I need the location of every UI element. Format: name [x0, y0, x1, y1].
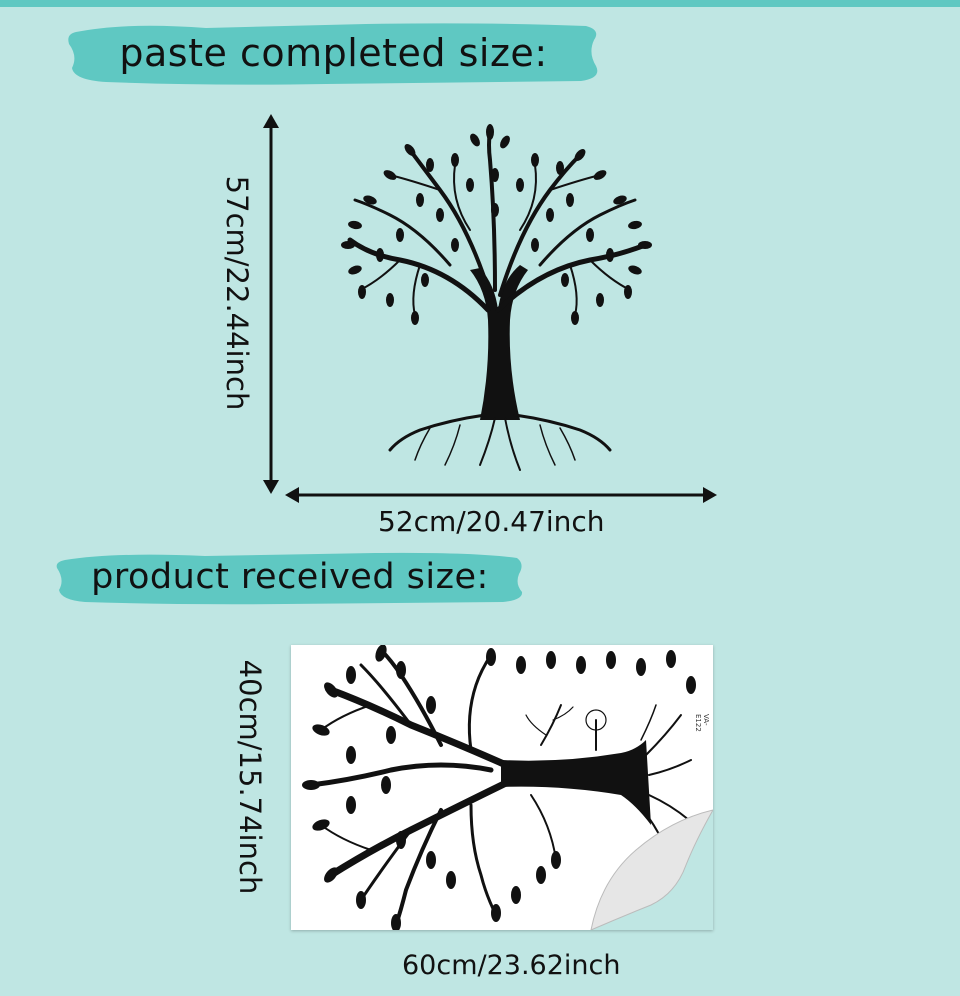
- height-arrow-completed: [263, 114, 279, 494]
- completed-height-label: 57cm/22.44inch: [220, 175, 254, 411]
- completed-size-title: paste completed size:: [119, 31, 548, 75]
- received-size-title: product received size:: [91, 557, 489, 597]
- completed-width-label: 52cm/20.47inch: [378, 505, 605, 538]
- received-width-label: 60cm/23.62inch: [402, 950, 621, 981]
- completed-size-banner: paste completed size:: [66, 18, 601, 88]
- sheet-code: VA-E122: [694, 714, 710, 732]
- peel-corner: [590, 809, 713, 930]
- received-size-banner: product received size:: [55, 548, 525, 606]
- received-height-label: 40cm/15.74inch: [233, 659, 267, 895]
- tree-illustration: [341, 124, 652, 471]
- decal-sheet: VA-E122: [291, 645, 713, 930]
- width-arrow-completed: [285, 487, 717, 503]
- top-accent-line: [0, 0, 960, 7]
